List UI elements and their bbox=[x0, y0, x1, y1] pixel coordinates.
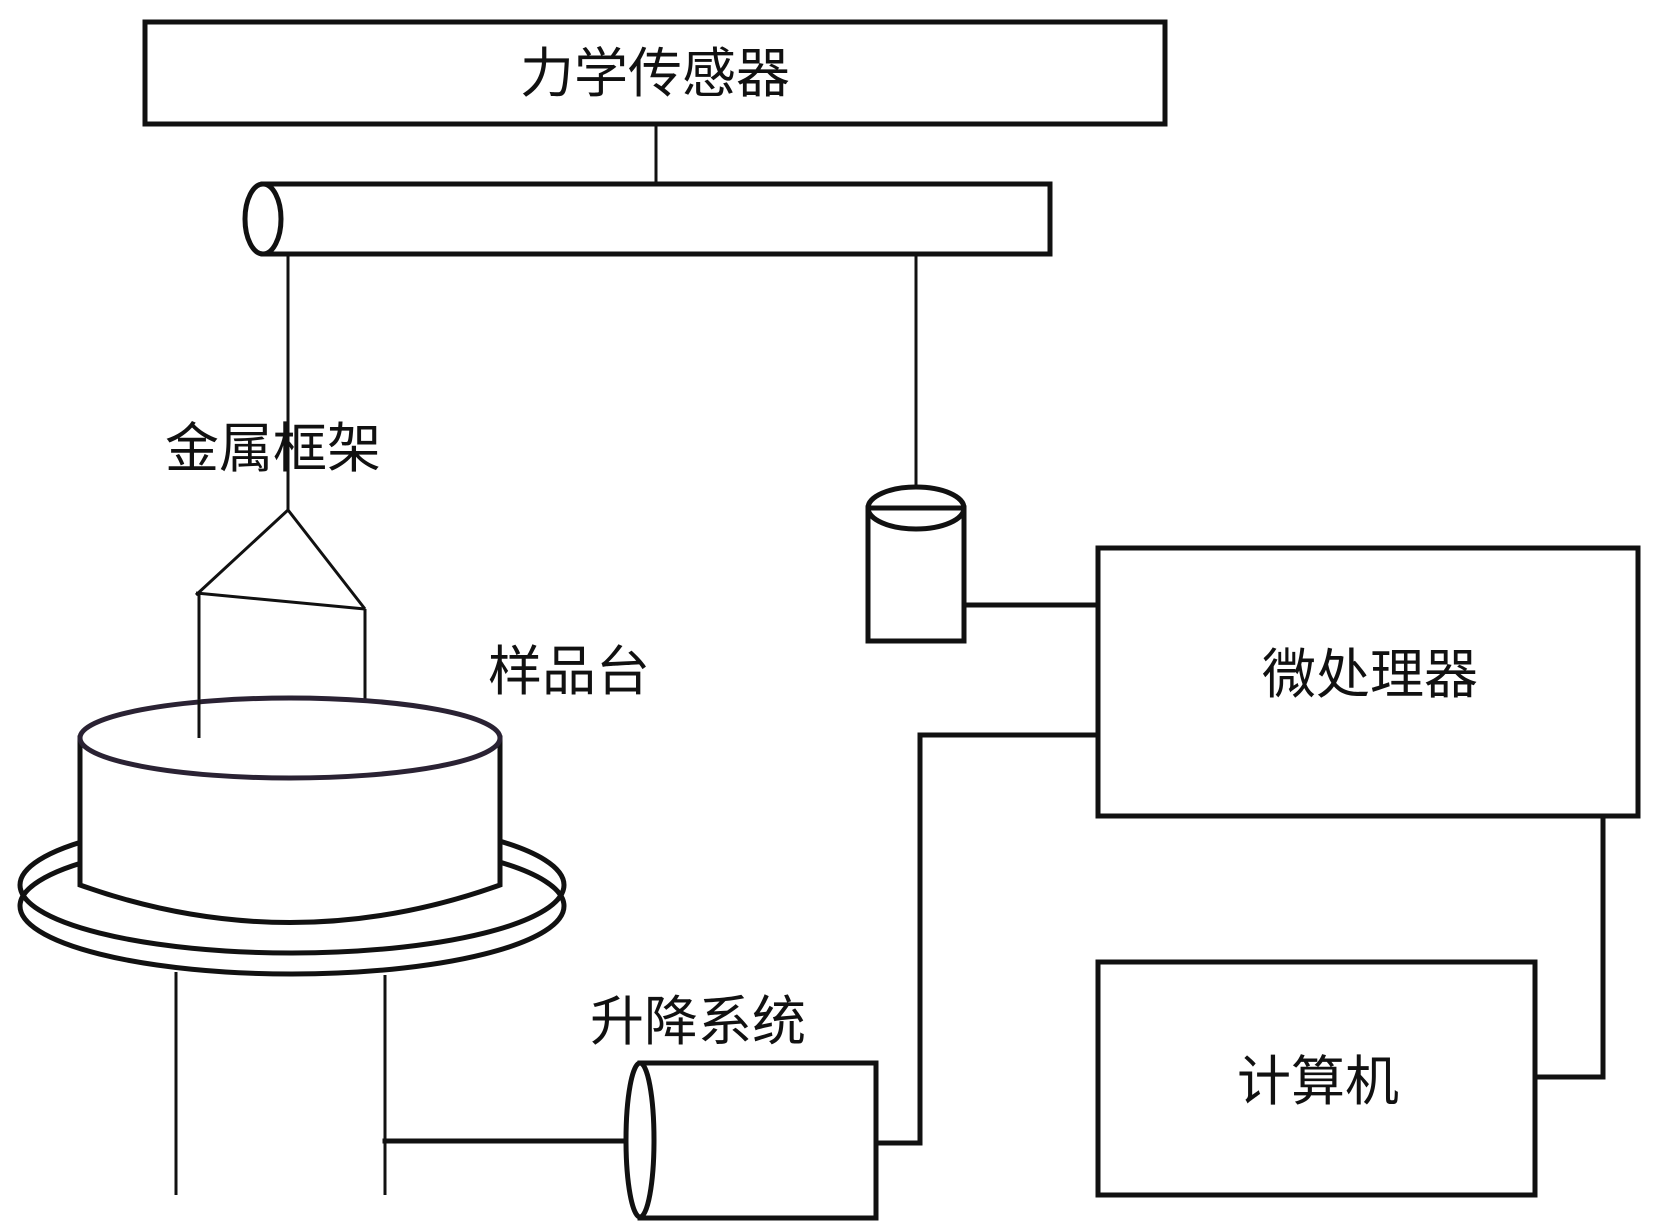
computer-label: 计算机 bbox=[1237, 1050, 1399, 1113]
computer-box: 计算机 bbox=[1095, 959, 1538, 1198]
lift-processor-connector bbox=[873, 732, 1101, 1146]
processor-computer-connector bbox=[1532, 813, 1606, 1080]
displacement-sensor bbox=[865, 484, 967, 644]
microprocessor-label: 微处理器 bbox=[1262, 643, 1478, 706]
force-sensor-label: 力学传感器 bbox=[520, 42, 790, 105]
lift-system-label: 升降系统 bbox=[590, 990, 806, 1053]
metal-frame-label: 金属框架 bbox=[165, 417, 381, 480]
lift-system-cylinder bbox=[623, 1060, 879, 1221]
force-sensor-box: 力学传感器 bbox=[142, 19, 1168, 127]
microprocessor-box: 微处理器 bbox=[1095, 545, 1641, 819]
sample-stage-label: 样品台 bbox=[488, 640, 650, 703]
sample-stage-cup bbox=[77, 695, 503, 925]
beam-cylinder bbox=[242, 181, 1053, 257]
